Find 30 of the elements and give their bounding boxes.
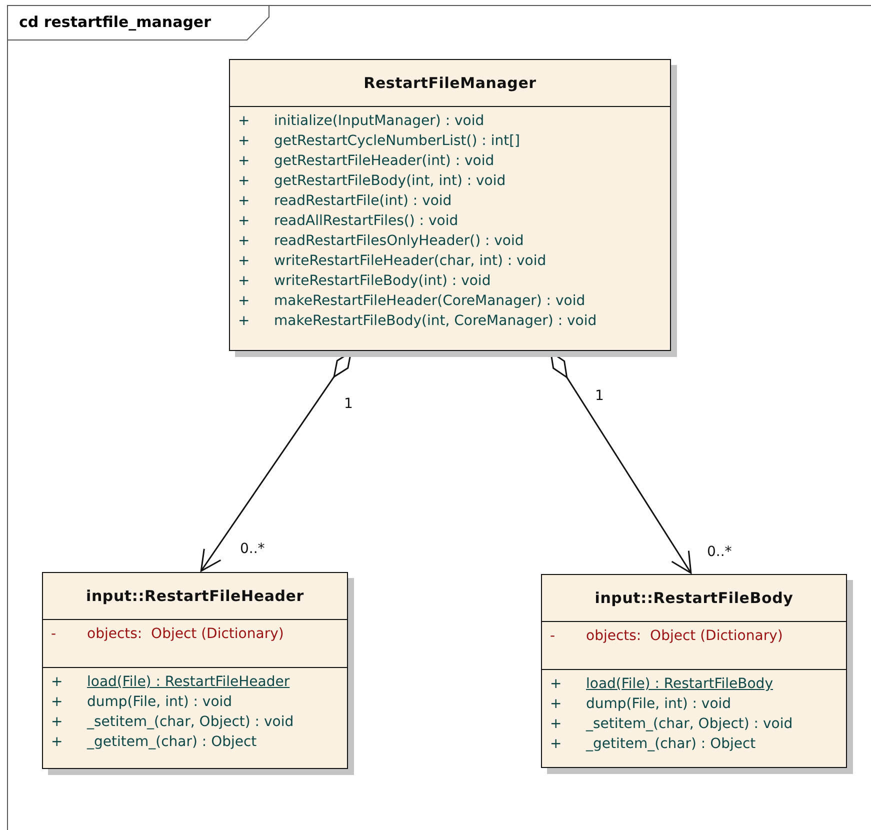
multiplicity-label: 1 (344, 396, 353, 412)
operation-text: + readAllRestartFiles() : void (238, 212, 460, 231)
operation-text: + _setitem_(char, Object) : void (51, 713, 295, 732)
multiplicity-label: 0..* (707, 544, 732, 560)
operation-text: + dump(File, int) : void (51, 693, 234, 712)
operation-text: + load(File) : RestartFileHeader (51, 673, 291, 692)
diagram-frame (7, 5, 871, 830)
operation-text: + makeRestartFileHeader(CoreManager) : void (238, 292, 586, 311)
operation-text: + writeRestartFileHeader(char, int) : void (238, 252, 548, 271)
operation-text: + _getitem_(char) : Object (550, 735, 757, 754)
operation-text: + getRestartFileHeader(int) : void (238, 152, 496, 171)
class-name: RestartFileManager (364, 74, 536, 92)
operation-text: + writeRestartFileBody(int) : void (238, 272, 492, 291)
frame-title: cd restartfile_manager (19, 13, 212, 31)
attribute-text: - objects: Object (Dictionary) (51, 625, 285, 644)
class-name: input::RestartFileBody (594, 589, 794, 607)
operation-text: + makeRestartFileBody(int, CoreManager) : void (238, 312, 598, 331)
operation-text: + dump(File, int) : void (550, 695, 732, 714)
multiplicity-label: 1 (595, 388, 604, 404)
operation-text: + _getitem_(char) : Object (51, 733, 258, 752)
operation-text: + initialize(InputManager) : void (238, 112, 486, 131)
multiplicity-label: 0..* (240, 541, 265, 557)
operation-text: + getRestartFileBody(int, int) : void (238, 172, 507, 191)
operation-text: + getRestartCycleNumberList() : int[] (238, 132, 521, 151)
attribute-text: - objects: Object (Dictionary) (550, 627, 784, 646)
operation-text: + load(File) : RestartFileBody (550, 675, 774, 694)
operation-text: + readRestartFile(int) : void (238, 192, 453, 211)
operation-text: + readRestartFilesOnlyHeader() : void (238, 232, 525, 251)
class-name: input::RestartFileHeader (86, 587, 304, 605)
operation-text: + _setitem_(char, Object) : void (550, 715, 794, 734)
